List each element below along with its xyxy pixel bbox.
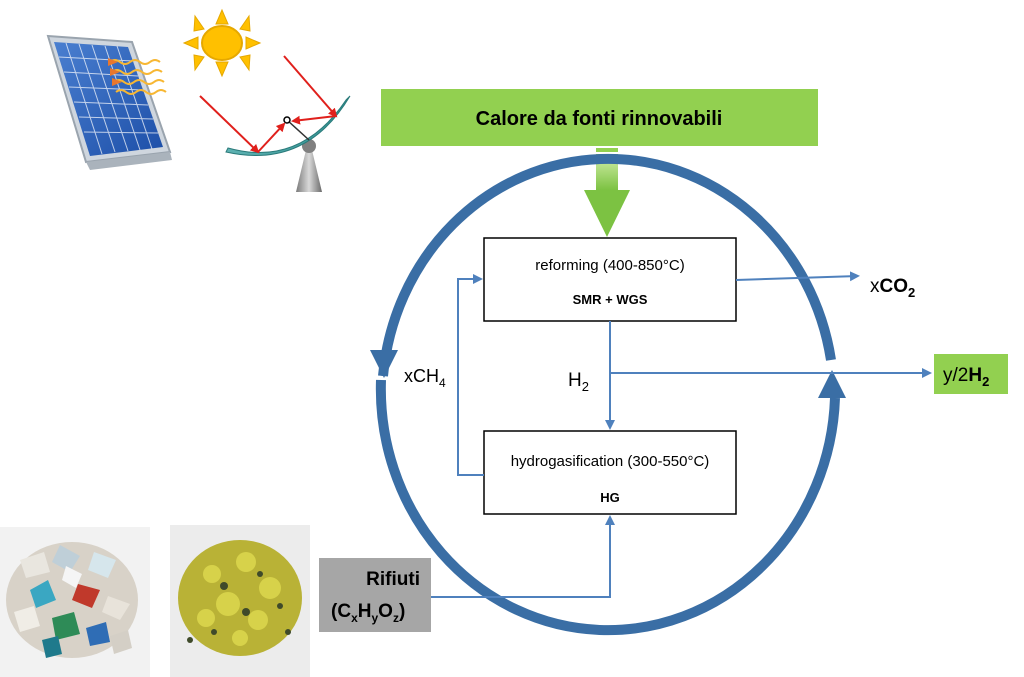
reformer-box: reforming (400-850°C) SMR + WGS: [483, 237, 737, 322]
gasifier-title: hydrogasification (300-550°C): [511, 453, 710, 470]
h2-output-label: y/2H2: [943, 365, 989, 389]
ch4-stream-label: xCH4: [404, 366, 446, 390]
co2-output-label: xCO2: [870, 276, 915, 300]
gasifier-subtitle: HG: [600, 490, 620, 505]
heat-source-label: Calore da fonti rinnovabili: [476, 108, 723, 130]
ch4-recycle-arrow: [457, 274, 484, 476]
waste-input-box: Rifiuti (CxHyOz): [319, 558, 431, 632]
solar-panel-icon: [46, 34, 172, 170]
waste-input-arrow: [431, 515, 615, 598]
waste-input-formula: (CxHyOz): [331, 601, 405, 625]
gasifier-box: hydrogasification (300-550°C) HG: [483, 430, 737, 515]
co2-flow-arrow: [735, 271, 860, 282]
plastic-waste-photo: [0, 527, 150, 677]
reformer-title: reforming (400-850°C): [535, 257, 684, 274]
shredded-waste-photo: [170, 525, 310, 677]
recycle-loop: [370, 153, 846, 636]
h2-stream-label: H2: [568, 370, 589, 394]
sun-icon: [182, 8, 262, 78]
solar-dish-icon: [199, 55, 351, 192]
reformer-subtitle: SMR + WGS: [573, 292, 648, 307]
waste-input-line1: Rifiuti: [366, 569, 420, 590]
h2-output-box: y/2H2: [934, 354, 1008, 394]
heat-source-box: Calore da fonti rinnovabili: [381, 89, 818, 146]
